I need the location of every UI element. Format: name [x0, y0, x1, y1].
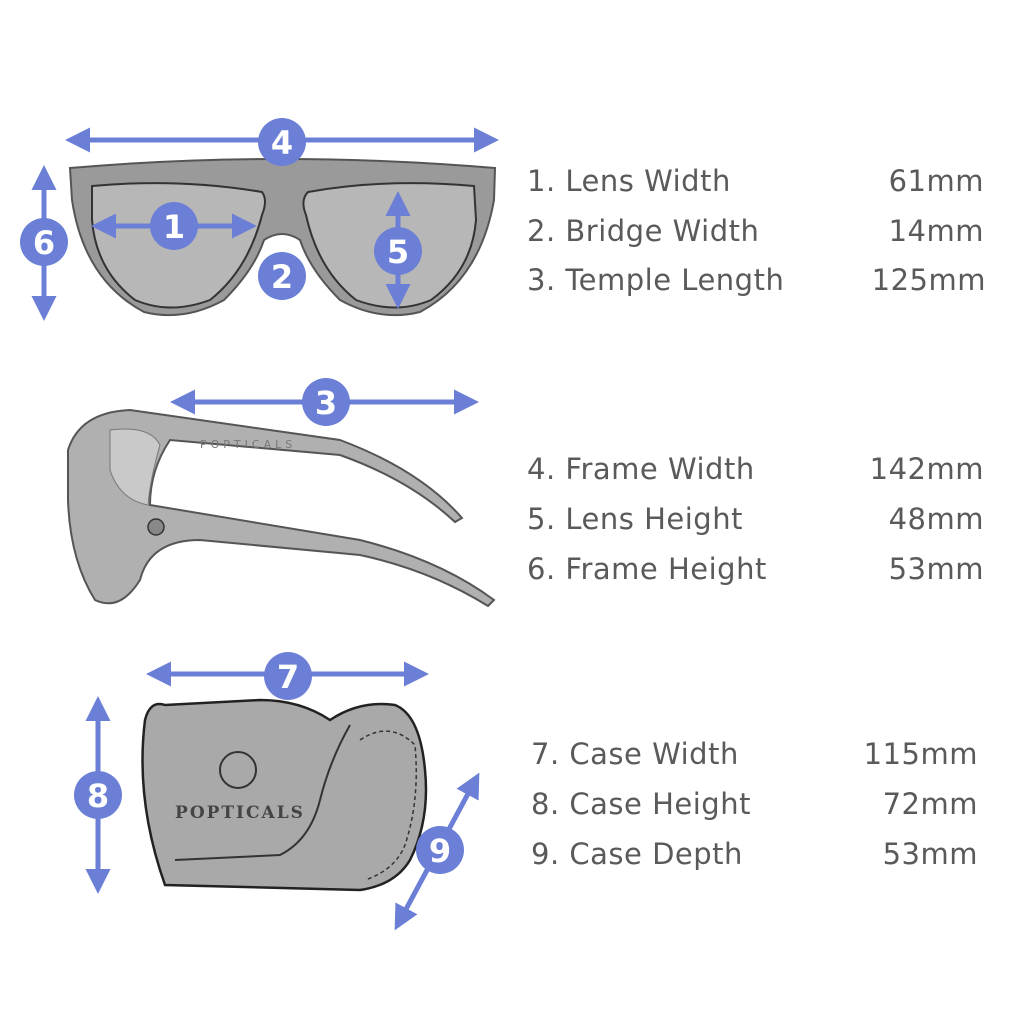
- spec-label: 5. Lens Height: [527, 502, 743, 536]
- spec-frame-height: 6. Frame Height 53mm: [0, 552, 1024, 592]
- spec-case-height: 8. Case Height 72mm: [0, 787, 1024, 827]
- svg-text:5: 5: [387, 233, 409, 271]
- spec-label: 8. Case Height: [531, 787, 751, 821]
- badge-6: 6: [20, 218, 68, 266]
- svg-text:7: 7: [277, 658, 299, 696]
- spec-lens-width: 1. Lens Width 61mm: [0, 164, 1024, 204]
- badge-9: 9: [416, 826, 464, 874]
- svg-text:4: 4: [271, 124, 293, 162]
- spec-value: 61mm: [888, 164, 984, 198]
- svg-text:1: 1: [163, 208, 185, 246]
- svg-text:3: 3: [315, 384, 337, 422]
- spec-value: 14mm: [888, 214, 984, 248]
- spec-label: 9. Case Depth: [531, 837, 743, 871]
- spec-lens-height: 5. Lens Height 48mm: [0, 502, 1024, 542]
- badge-2: 2: [258, 252, 306, 300]
- svg-text:9: 9: [429, 832, 451, 870]
- spec-label: 7. Case Width: [531, 737, 739, 771]
- spec-case-depth: 9. Case Depth 53mm: [0, 837, 1024, 877]
- temple-brand-text: POPTICALS: [200, 438, 296, 451]
- badge-3: 3: [302, 378, 350, 426]
- spec-frame-width: 4. Frame Width 142mm: [0, 452, 1024, 492]
- spec-case-width: 7. Case Width 115mm: [0, 737, 1024, 777]
- badge-4: 4: [258, 118, 306, 166]
- spec-bridge-width: 2. Bridge Width 14mm: [0, 214, 1024, 254]
- glasses-case: POPTICALS: [141, 698, 428, 892]
- badge-5: 5: [374, 227, 422, 275]
- spec-value: 125mm: [871, 263, 986, 297]
- spec-label: 2. Bridge Width: [527, 214, 760, 248]
- spec-label: 3. Temple Length: [527, 263, 785, 297]
- spec-value: 142mm: [869, 452, 984, 486]
- spec-value: 53mm: [888, 552, 984, 586]
- spec-value: 53mm: [882, 837, 978, 871]
- spec-label: 6. Frame Height: [527, 552, 767, 586]
- spec-value: 48mm: [888, 502, 984, 536]
- case-logo-icon: [219, 751, 257, 789]
- spec-value: 115mm: [863, 737, 978, 771]
- svg-text:2: 2: [271, 258, 293, 296]
- spec-label: 1. Lens Width: [527, 164, 731, 198]
- badge-7: 7: [264, 652, 312, 700]
- spec-value: 72mm: [882, 787, 978, 821]
- badge-8: 8: [74, 771, 122, 819]
- case-brand-text: POPTICALS: [175, 803, 305, 823]
- svg-text:8: 8: [87, 777, 109, 815]
- temple-logo-icon: [147, 518, 165, 536]
- spec-label: 4. Frame Width: [527, 452, 755, 486]
- svg-text:6: 6: [33, 224, 55, 262]
- spec-temple-length: 3. Temple Length 125mm: [0, 263, 1024, 303]
- badge-1: 1: [150, 202, 198, 250]
- glasses-side-view: POPTICALS: [67, 408, 496, 608]
